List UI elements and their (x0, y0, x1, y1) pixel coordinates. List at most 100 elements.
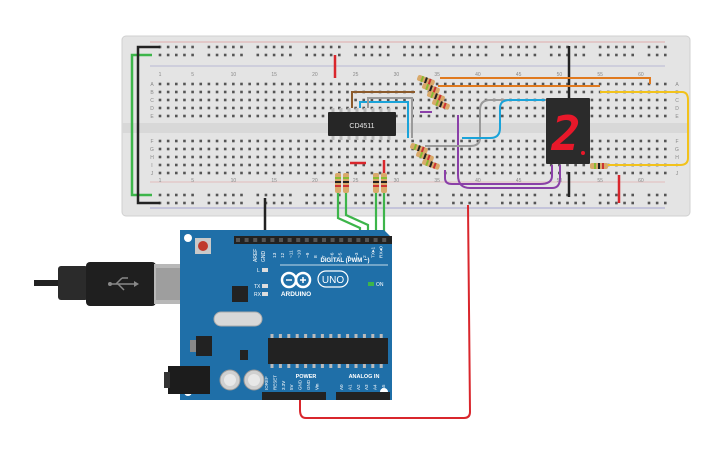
digital-pin-label: ~11 (288, 250, 294, 258)
usb-icon (108, 277, 139, 291)
breadboard-row-letter: A (150, 82, 154, 88)
wire-gray-ic[interactable] (367, 97, 413, 138)
breadboard-row-letter: J (676, 171, 679, 177)
breadboard-column-number: 35 (434, 72, 440, 78)
wire-cyan-ic[interactable] (359, 101, 409, 138)
power-pin-label: GND (298, 379, 303, 390)
uno-label: UNO (322, 275, 344, 286)
resistor-group-top (417, 75, 450, 110)
ic-cd4511[interactable]: CD4511 (328, 108, 396, 140)
wire-green-left-rail[interactable] (130, 53, 152, 197)
breadboard-column-number: 30 (394, 178, 400, 184)
breadboard-column-number: 30 (394, 72, 400, 78)
analog-pin-label: A4 (373, 384, 378, 390)
breadboard-column-number: 10 (231, 178, 237, 184)
wire-orange-top[interactable] (440, 77, 651, 84)
gnd-label: GND (261, 251, 267, 263)
digital-pin-label: ~5 (338, 252, 344, 258)
breadboard-column-number: 50 (557, 72, 563, 78)
ic-label: CD4511 (349, 123, 374, 130)
on-label: ON (376, 282, 384, 288)
breadboard-row-letter: G (675, 147, 679, 153)
analog-pin-label: A0 (339, 384, 344, 390)
breadboard-column-numbers: 1155101015152020252530303535404045455050… (159, 72, 644, 184)
breadboard-row-letter: F (675, 139, 678, 145)
small-chip (240, 350, 248, 360)
breadboard-column-number: 40 (475, 72, 481, 78)
digital-pin-label: 2 (362, 255, 368, 258)
seven-segment-display[interactable]: 2 (546, 98, 590, 164)
power-pin-label: 3.3V (281, 381, 286, 390)
wire-yellow[interactable] (600, 91, 689, 166)
analog-pin-label: A5 (381, 384, 386, 390)
wire-cyan-2[interactable] (462, 99, 545, 139)
digital-pwm-label: DIGITAL (PWM ~) (321, 258, 370, 264)
breadboard-column-number: 60 (638, 178, 644, 184)
breadboard-column-number: 20 (312, 178, 318, 184)
arduino-infinity-icon (280, 271, 312, 289)
breadboard-column-number: 10 (231, 72, 237, 78)
breadboard-row-letter: H (150, 155, 154, 161)
wire-brown[interactable] (351, 91, 415, 108)
breadboard-column-number: 60 (638, 72, 644, 78)
power-header (262, 392, 326, 400)
wire-black-left-rail[interactable] (136, 45, 160, 205)
digital-pin-label: ~9 (305, 252, 311, 258)
power-label: POWER (296, 374, 317, 380)
breadboard-column-number: 15 (271, 178, 277, 184)
breadboard-row-letter: A (675, 82, 679, 88)
wire-gray-2[interactable] (425, 99, 552, 147)
breadboard-column-number: 45 (516, 72, 522, 78)
digital-pin-label: ~3 (354, 252, 360, 258)
breadboard-column-number: 5 (191, 72, 194, 78)
decimal-point (581, 151, 585, 155)
breadboard-row-letter: F (150, 139, 153, 145)
digital-pin-label: 4 (346, 255, 352, 258)
breadboard-column-number: 20 (312, 72, 318, 78)
breadboard: 1155101015152020252530303535404045455050… (121, 35, 691, 217)
breadboard-column-number: 5 (191, 178, 194, 184)
led-tx-label: TX (254, 284, 261, 290)
crystal (213, 311, 263, 327)
digital-pin-label: 12 (280, 252, 286, 258)
digital-pin-label: ~10 (297, 250, 303, 258)
wire-purple-3[interactable] (444, 165, 553, 185)
digital-pin-label: RX◂0 (379, 246, 385, 258)
led-l-label: L (257, 268, 260, 274)
power-pin-label: IOREF (264, 376, 269, 390)
resistor-group-bottom (410, 143, 608, 170)
power-jack (168, 366, 210, 394)
regulator (196, 336, 212, 356)
analog-pin-label: A1 (347, 384, 352, 390)
breadboard-row-letter: G (150, 147, 154, 153)
power-pin-label: RESET (272, 375, 277, 390)
wire-red-5v[interactable] (299, 204, 472, 419)
power-pin-label: GND (306, 379, 311, 390)
on-led (368, 282, 374, 286)
breadboard-column-number: 55 (597, 178, 603, 184)
usb-chip (232, 286, 248, 302)
power-pin-label: 5V (289, 384, 294, 390)
breadboard-column-number: 40 (475, 178, 481, 184)
breadboard-row-letter: J (151, 171, 154, 177)
wire-purple-1[interactable] (457, 115, 561, 189)
analog-in-label: ANALOG IN (349, 374, 380, 380)
breadboard-row-letter: D (150, 106, 154, 112)
breadboard-column-number: 45 (516, 178, 522, 184)
reset-button[interactable] (195, 238, 211, 254)
breadboard-row-letter: H (675, 155, 679, 161)
resistor-group-vertical (335, 173, 387, 193)
digital-pin-label: 7 (321, 255, 327, 258)
led-tx (262, 284, 268, 288)
analog-header (336, 392, 390, 400)
atmega-chip (268, 338, 388, 364)
analog-pin-label: A2 (356, 384, 361, 390)
breadboard-column-number: 1 (159, 72, 162, 78)
breadboard-row-letter: E (150, 114, 154, 120)
analog-pin-label: A3 (364, 384, 369, 390)
